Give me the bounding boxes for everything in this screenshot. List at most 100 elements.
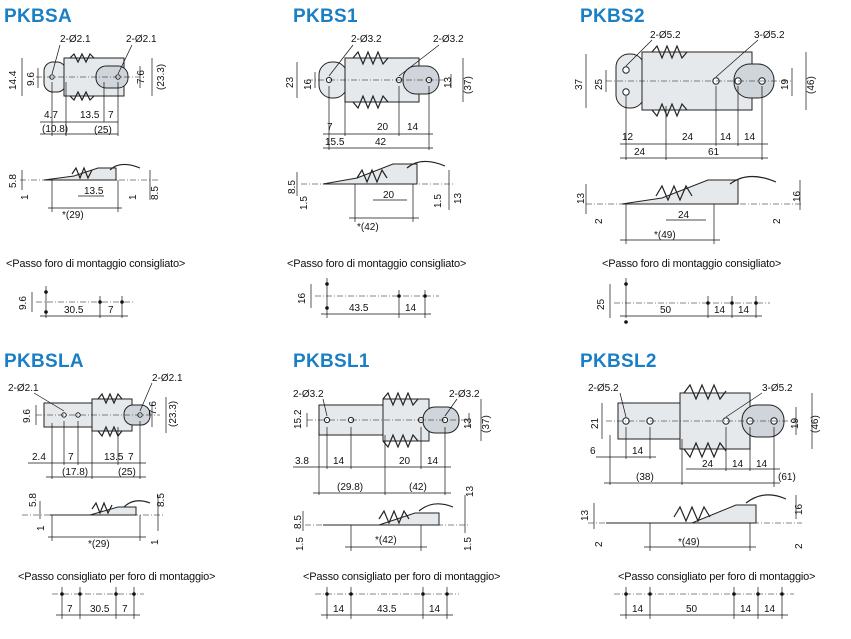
dim-text: 6 [590,446,596,457]
dim-text: 15.2 [293,409,304,429]
dim-text: 24 [678,210,690,221]
dim-text: 14 [756,459,768,470]
dim-text: 24 [634,147,646,158]
dim-text: 24 [682,132,694,143]
dim-text: 14 [714,305,726,316]
dim-text: 13 [453,192,464,204]
mounting-pattern: 7 30.5 7 [52,587,144,619]
dim-text: 5.8 [8,174,19,188]
dim-text: 43.5 [377,604,397,615]
side-view: 5.8 1 8.5 1 *(29) [22,493,167,550]
dim-text: (25) [118,467,136,478]
product-title: PKBSLA [4,351,84,372]
mounting-hole-label: <Passo foro di montaggio consigliato> [602,258,782,270]
mounting-pattern: 16 43.5 14 [297,278,439,318]
mounting-hole-label: <Passo foro di montaggio consigliato> [287,258,467,270]
dim-text: (10.8) [42,124,68,135]
dim-text: 14 [632,446,644,457]
top-view: 2-Ø3.2 2-Ø3.2 23 16 7 15.5 20 14 42 13 (… [285,34,474,150]
dim-text: 7 [108,305,114,316]
dim-text: 30.5 [64,305,84,316]
dim-text: 13.5 [84,186,104,197]
dim-text: 13 [463,417,474,429]
dim-text: (37) [481,415,492,433]
dim-text: 14 [738,305,750,316]
dim-text: 7.6 [148,401,159,415]
panel-pkbsl1: PKBSL1 2-Ø3.2 2-Ø3.2 [283,319,566,638]
dim-text: 1.5 [463,537,474,551]
top-view: 2-Ø2.1 2-Ø2.1 9.6 2.4 7 (17.8) 13.5 7 (2… [8,373,183,479]
drawing-pkbsl1: 2-Ø3.2 2-Ø3.2 15.2 3.8 14 (29.8) 20 14 (… [293,389,492,619]
dim-text: 20 [383,190,395,201]
dim-text: 2 [594,541,605,547]
dim-text: (29.8) [337,482,363,493]
dim-text: 14 [333,604,345,615]
dim-text: 14 [764,604,776,615]
dim-text: 8.5 [156,493,167,507]
dim-text: 16 [794,503,805,515]
dim-text: 13.5 [104,452,124,463]
callout-hole-right: 2-Ø3.2 [433,34,464,45]
dim-text: 1 [20,194,31,200]
dim-text: 13 [465,485,476,497]
drawing-pkbsla: 2-Ø2.1 2-Ø2.1 9.6 2.4 7 (17.8) 13.5 7 (2… [8,373,183,619]
dim-text: (42) [409,482,427,493]
dim-text: (25) [94,125,112,136]
dim-text: 13.5 [80,110,100,121]
top-view: 2-Ø5.2 3-Ø5.2 21 6 14 (38) 24 14 14 (61)… [588,383,821,487]
dim-text: 25 [596,298,607,310]
top-view: 2-Ø5.2 3-Ø5.2 37 25 12 24 24 14 14 61 19… [574,30,817,160]
dim-text: 1 [150,539,161,545]
callout-hole-right: 2-Ø3.2 [449,389,480,400]
dim-text: *(49) [678,537,700,548]
dim-text: 16 [303,78,314,90]
mounting-hole-label: <Passo consigliato per foro di montaggio… [618,571,816,583]
dim-text: 21 [590,417,601,429]
product-title: PKBS2 [580,6,645,27]
dim-text: 7 [128,452,134,463]
dim-text: 8.5 [150,186,161,200]
top-view: 2-Ø3.2 2-Ø3.2 15.2 3.8 14 (29.8) 20 14 (… [293,389,492,495]
dim-text: 1 [36,525,47,531]
callout-hole-left: 2-Ø5.2 [588,383,619,394]
dim-text: 12 [622,132,634,143]
callout-hole-right: 3-Ø5.2 [754,30,785,41]
dim-text: 7 [67,604,73,615]
dim-text: 43.5 [349,303,369,314]
dim-text: 14 [744,132,756,143]
callout-hole-right: 2-Ø2.1 [152,373,183,384]
dim-text: 50 [660,305,672,316]
dim-text: *(49) [654,230,676,241]
side-view: 13 2 24 2 16 *(49) [576,175,803,244]
dim-text: 3.8 [295,456,309,467]
callout-hole-left: 2-Ø2.1 [60,34,91,45]
dim-text: 7 [108,110,114,121]
dim-text: (23.3) [156,64,167,90]
dim-text: 9.6 [22,409,33,423]
mounting-pattern: 14 50 14 14 [614,587,794,619]
dim-text: 2.4 [32,452,46,463]
dim-text: 14 [427,456,439,467]
callout-hole-right: 3-Ø5.2 [762,383,793,394]
panel-pkbs2: PKBS2 2-Ø5.2 3-Ø5.2 [566,0,849,324]
dim-text: 2 [594,218,605,224]
dim-text: 14 [740,604,752,615]
dim-text: 14 [407,122,419,133]
dim-text: 9.6 [26,72,37,86]
dim-text: 7 [122,604,128,615]
panel-pkbsl2: PKBSL2 2-Ø5 [566,319,849,638]
dim-text: (23.3) [168,401,179,427]
dim-text: (46) [810,415,821,433]
dim-text: 14 [732,459,744,470]
dim-text: 20 [399,456,411,467]
dim-text: 24 [702,459,714,470]
dim-text: 8.5 [293,515,304,529]
callout-hole-right: 2-Ø2.1 [126,34,157,45]
dim-text: 19 [790,417,801,429]
callout-hole-left: 2-Ø2.1 [8,383,39,394]
dim-text: *(42) [357,222,379,233]
dim-text: 8.5 [287,180,298,194]
drawing-pkbsl2: 2-Ø5.2 3-Ø5.2 21 6 14 (38) 24 14 14 (61)… [580,383,821,619]
side-view: 5.8 1 13.5 1 8.5 *(29) [8,163,161,221]
dim-text: 19 [780,78,791,90]
